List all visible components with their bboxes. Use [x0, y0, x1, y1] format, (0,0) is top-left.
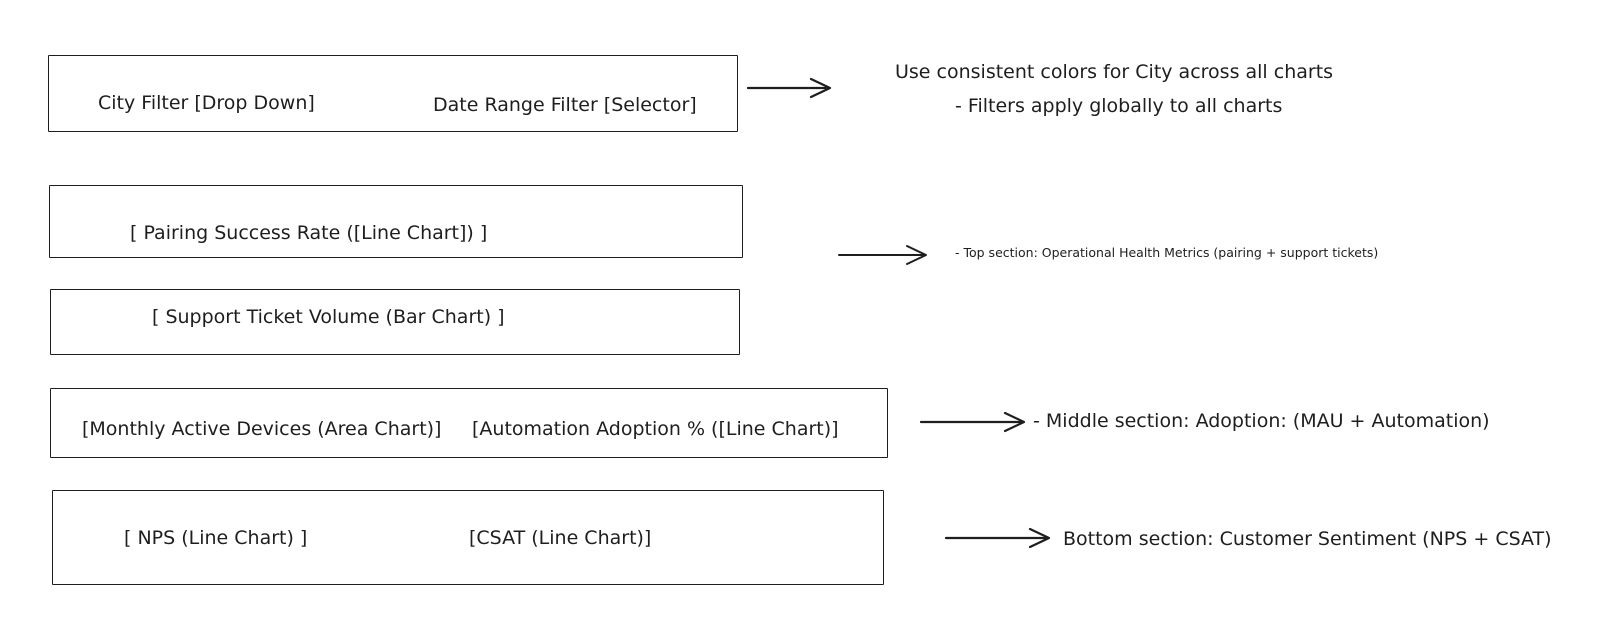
bottom-section-arrow [944, 527, 1051, 549]
monthly-active-devices-label: [Monthly Active Devices (Area Chart)] [82, 418, 442, 440]
nps-label: [ NPS (Line Chart) ] [124, 527, 308, 549]
sentiment-box [52, 490, 884, 585]
middle-section-arrow [919, 411, 1026, 433]
middle-section-note: - Middle section: Adoption: (MAU + Autom… [1033, 410, 1490, 432]
filters-note-line1: Use consistent colors for City across al… [895, 61, 1334, 83]
pairing-success-rate-label: [ Pairing Success Rate ([Line Chart]) ] [130, 222, 488, 244]
top-section-arrow [838, 245, 927, 265]
date-range-filter-selector[interactable]: Date Range Filter [Selector] [433, 94, 697, 116]
filters-arrow [746, 77, 832, 99]
pairing-success-rate-box [49, 185, 743, 258]
top-section-note: - Top section: Operational Health Metric… [955, 245, 1379, 260]
adoption-box [50, 388, 888, 458]
automation-adoption-label: [Automation Adoption % ([Line Chart)] [472, 418, 839, 440]
city-filter-dropdown[interactable]: City Filter [Drop Down] [98, 92, 315, 114]
filters-box [48, 55, 738, 132]
support-ticket-volume-box [50, 289, 740, 355]
csat-label: [CSAT (Line Chart)] [469, 527, 652, 549]
support-ticket-volume-label: [ Support Ticket Volume (Bar Chart) ] [152, 306, 505, 328]
bottom-section-note: Bottom section: Customer Sentiment (NPS … [1063, 528, 1552, 550]
filters-note-line2: - Filters apply globally to all charts [955, 95, 1283, 117]
